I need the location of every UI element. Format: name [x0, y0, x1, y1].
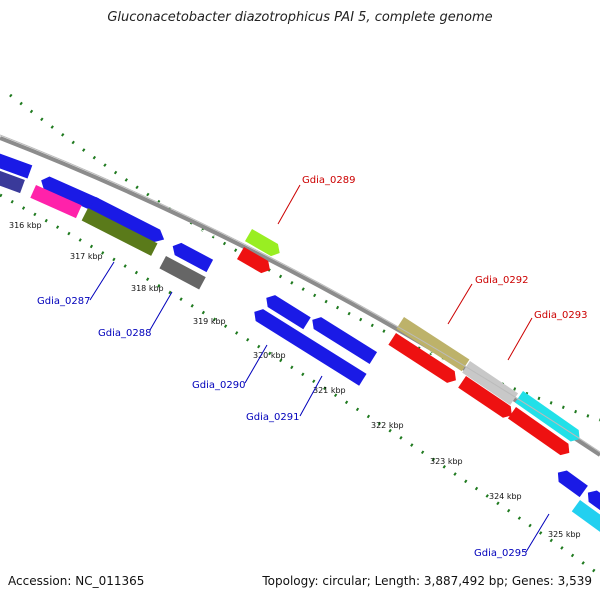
tick-label: 318 kbp: [131, 284, 164, 293]
leader-line: [299, 375, 323, 417]
accession-label: Accession: NC_011365: [8, 574, 145, 588]
leader-line: [507, 317, 533, 361]
gene-label-gdia-0290[interactable]: Gdia_0290: [192, 380, 245, 391]
gene-label-gdia-0289[interactable]: Gdia_0289: [302, 175, 355, 186]
tick-label: 317 kbp: [70, 252, 103, 261]
gene-label-gdia-0295[interactable]: Gdia_0295: [474, 548, 527, 559]
gene-feature[interactable]: [462, 361, 519, 406]
genome-summary: Topology: circular; Length: 3,887,492 bp…: [262, 574, 592, 588]
leader-line: [244, 344, 268, 384]
tick-label: 322 kbp: [371, 421, 404, 430]
gene-feature[interactable]: [514, 391, 584, 445]
gene-label-gdia-0291[interactable]: Gdia_0291: [246, 412, 299, 423]
backbone-highlight: [0, 134, 600, 453]
gene-label-gdia-0287[interactable]: Gdia_0287: [37, 296, 90, 307]
tick-label: 319 kbp: [193, 317, 226, 326]
gene-track: [0, 150, 600, 535]
tick-label: 321 kbp: [313, 386, 346, 395]
tick-label: 324 kbp: [489, 492, 522, 501]
gene-feature[interactable]: [89, 197, 168, 246]
leader-line: [447, 283, 473, 325]
gene-feature[interactable]: [0, 150, 33, 179]
gene-feature[interactable]: [0, 168, 25, 194]
tick-label: 325 kbp: [548, 530, 581, 539]
backbone-outer: [0, 136, 600, 457]
gene-feature[interactable]: [159, 256, 206, 290]
gene-label-gdia-0288[interactable]: Gdia_0288: [98, 328, 151, 339]
gene-labels: Gdia_0289 Gdia_0292 Gdia_0293 Gdia_0287 …: [37, 175, 587, 559]
gene-feature[interactable]: [38, 174, 99, 212]
gene-feature[interactable]: [554, 467, 588, 498]
leader-line: [525, 513, 550, 553]
gene-feature[interactable]: [507, 407, 573, 459]
tick-label: 323 kbp: [430, 457, 463, 466]
gene-feature[interactable]: [30, 185, 82, 219]
gene-feature[interactable]: [251, 306, 367, 386]
gene-label-gdia-0292[interactable]: Gdia_0292: [475, 275, 528, 286]
gene-feature[interactable]: [169, 240, 214, 273]
gene-feature[interactable]: [584, 487, 600, 522]
gene-feature[interactable]: [237, 247, 273, 276]
backbone-inner: [0, 141, 600, 460]
gene-feature[interactable]: [458, 376, 516, 421]
gene-feature[interactable]: [309, 314, 378, 365]
leader-line: [277, 184, 301, 225]
tick-label: 316 kbp: [9, 221, 42, 230]
gene-feature[interactable]: [571, 500, 600, 535]
gene-feature[interactable]: [388, 333, 459, 386]
gene-label-gdia-0293[interactable]: Gdia_0293: [534, 310, 587, 321]
tick-labels: 316 kbp 317 kbp 318 kbp 319 kbp 320 kbp …: [9, 221, 581, 539]
leader-line: [149, 291, 173, 331]
gene-feature[interactable]: [81, 208, 158, 256]
outer-dotted-ring: [9, 93, 600, 422]
tick-label: 320 kbp: [253, 351, 286, 360]
leader-line: [89, 261, 115, 301]
gene-feature[interactable]: [263, 292, 311, 330]
leader-lines: [89, 184, 550, 553]
map-title: Gluconacetobacter diazotrophicus PAI 5, …: [107, 10, 493, 25]
gene-feature[interactable]: [245, 229, 283, 259]
